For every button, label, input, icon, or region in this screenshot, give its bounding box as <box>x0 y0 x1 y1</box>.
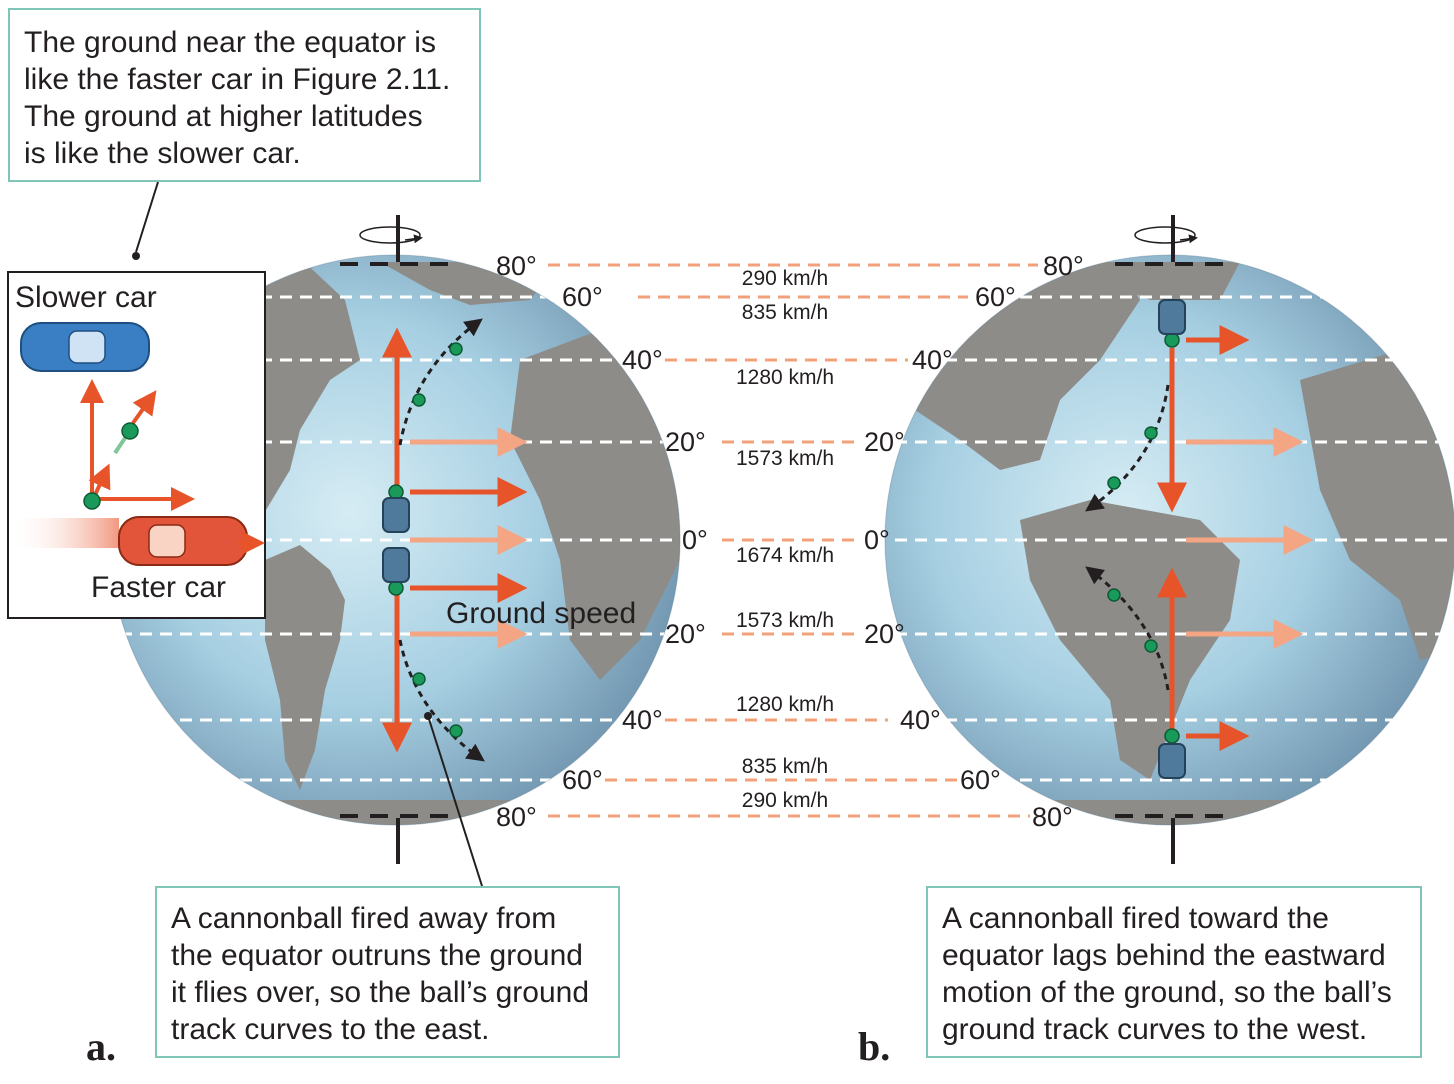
axis-a <box>340 215 460 864</box>
note-a-box: A cannonball fired away from the equator… <box>155 886 620 1058</box>
top-note-line: The ground at higher latitudes <box>24 100 423 133</box>
car-panel-graphic <box>9 322 265 566</box>
speed-labels: 290 km/h 835 km/h 1280 km/h 1573 km/h 16… <box>736 267 834 812</box>
top-note-box: The ground near the equator is like the … <box>8 8 481 182</box>
speed-1573-north: 1573 km/h <box>736 447 834 470</box>
lat-eq-right: 0° <box>864 525 890 555</box>
faster-car-label: Faster car <box>91 571 227 604</box>
note-b-line: equator lags behind the eastward <box>942 939 1386 972</box>
lat-n20-right: 20° <box>864 427 905 457</box>
top-note-line: The ground near the equator is <box>24 26 436 59</box>
note-a-line: the equator outruns the ground <box>171 939 583 972</box>
note-b-line: motion of the ground, so the ball’s <box>942 976 1392 1009</box>
lat-s20-right: 20° <box>864 619 905 649</box>
cannon-icon <box>382 547 410 583</box>
axis-b <box>1115 215 1235 864</box>
panel-b-letter: b. <box>858 1024 890 1069</box>
lat-s80-left: 80° <box>496 802 537 832</box>
note-a-line: it flies over, so the ball’s ground <box>171 976 590 1009</box>
lat-s60-left: 60° <box>562 765 603 795</box>
speed-1573-south: 1573 km/h <box>736 609 834 632</box>
speed-835-north: 835 km/h <box>742 301 828 324</box>
cannon-icon <box>1158 743 1186 779</box>
lat-n80-right: 80° <box>1043 251 1084 281</box>
lat-n60-left: 60° <box>562 282 603 312</box>
note-a-line: track curves to the east. <box>171 1013 490 1046</box>
slower-car-label: Slower car <box>15 281 157 314</box>
latitude-connectors <box>548 263 1038 818</box>
cannonballs-b <box>1107 332 1180 744</box>
lat-n60-right: 60° <box>975 282 1016 312</box>
cannon-icon <box>1158 299 1186 335</box>
lat-n20-left: 20° <box>665 427 706 457</box>
lat-s20-left: 20° <box>665 619 706 649</box>
car-panel: Slower car Faster car <box>7 271 266 619</box>
cannon-icon <box>382 497 410 533</box>
top-note-line: is like the slower car. <box>24 137 301 170</box>
red-car-icon <box>118 516 248 566</box>
lat-s40-left: 40° <box>622 705 663 735</box>
lat-eq-left: 0° <box>682 525 708 555</box>
speed-1280-south: 1280 km/h <box>736 693 834 716</box>
lat-s60-right: 60° <box>960 765 1001 795</box>
top-note-line: like the faster car in Figure 2.11. <box>24 63 451 96</box>
lat-n40-right: 40° <box>912 345 953 375</box>
note-b-box: A cannonball fired toward the equator la… <box>926 886 1422 1058</box>
lat-s40-right: 40° <box>900 705 941 735</box>
lat-lines-b <box>895 295 1450 782</box>
globe-b <box>884 215 1454 864</box>
speed-1674-equator: 1674 km/h <box>736 544 834 567</box>
speed-1280-north: 1280 km/h <box>736 366 834 389</box>
lat-n40-left: 40° <box>622 345 663 375</box>
note-b-line: A cannonball fired toward the <box>942 902 1329 935</box>
panel-a-letter: a. <box>86 1024 116 1069</box>
lat-n80-left: 80° <box>496 251 537 281</box>
speed-290-north: 290 km/h <box>742 267 828 290</box>
ground-speed-label: Ground speed <box>446 597 636 630</box>
latitude-labels: 80° 60° 40° 20° 0° 20° 40° 60° 80° 80° 6… <box>496 251 1084 832</box>
blue-car-icon <box>20 322 150 372</box>
speed-835-south: 835 km/h <box>742 755 828 778</box>
note-a-line: A cannonball fired away from <box>171 902 557 935</box>
lat-s80-right: 80° <box>1032 802 1073 832</box>
speed-290-south: 290 km/h <box>742 789 828 812</box>
note-b-line: ground track curves to the west. <box>942 1013 1368 1046</box>
